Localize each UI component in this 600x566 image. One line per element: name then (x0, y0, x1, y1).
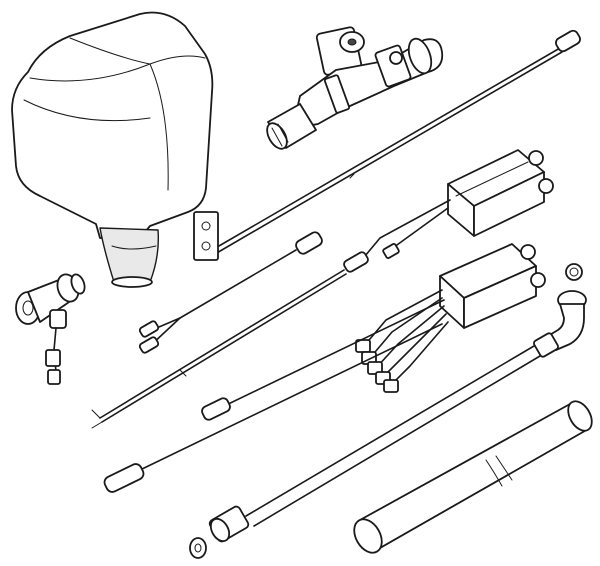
wire-harness (103, 289, 449, 493)
control-box-lower (439, 243, 546, 329)
cable-upper-box (91, 199, 451, 429)
shutoff-valve (15, 273, 86, 385)
control-box-upper (447, 149, 554, 237)
wall-mount-plate (193, 211, 219, 261)
cylinder-tube (353, 400, 593, 554)
flex-hose (208, 263, 587, 543)
sealing-washer (189, 537, 207, 559)
solenoid-valve (266, 26, 444, 150)
sensor-cable-long (211, 29, 581, 255)
dispenser-housing (11, 11, 214, 288)
sensor-cable-short (138, 231, 323, 354)
